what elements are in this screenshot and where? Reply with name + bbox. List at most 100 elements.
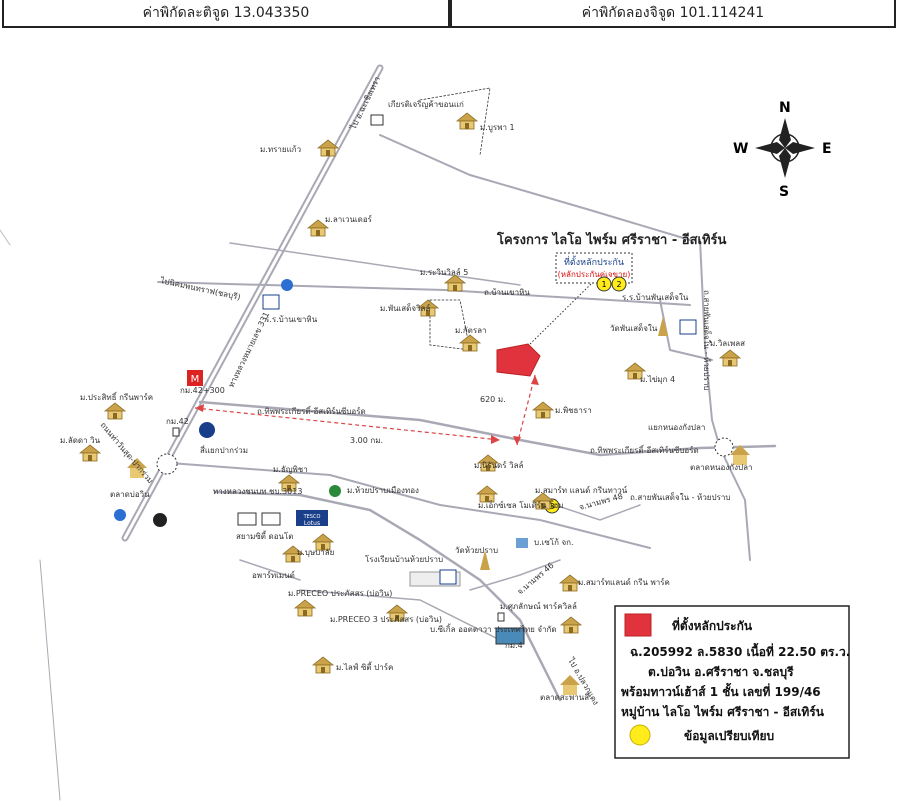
- pump-icon-2: [114, 509, 126, 521]
- marker-3-label: 3: [549, 502, 554, 511]
- legend-line5: ข้อมูลเปรียบเทียบ: [684, 729, 774, 744]
- school-khao-hin-icon: [262, 294, 280, 310]
- label-phichai: ม.ธัญพิชา: [273, 465, 308, 474]
- label-to-nikhom: ไปนิคมพนทราฟ(ชลบุรี): [159, 276, 242, 302]
- label-school-phanset: ร.ร.บ้านพันเสด็จใน: [622, 292, 689, 302]
- collateral-plot: [496, 343, 541, 377]
- label-sawaeng: ม.ทรายแก้ว: [260, 145, 301, 154]
- callout-line1: ที่ตั้งหลักประกัน: [564, 255, 624, 268]
- label-siam-city: สยามซิตี้ ดอนโต: [236, 530, 293, 541]
- legend: ที่ตั้งหลักประกัน ฉ.205992 ล.5830 เนื้อท…: [614, 605, 850, 759]
- legend-line3: พร้อมทาวน์เฮ้าส์ 1 ชั้น เลขที่ 199/46: [621, 682, 821, 699]
- bchs-building: [516, 538, 528, 548]
- legend-line1: ฉ.205992 ล.5830 เนื้อที่ 22.50 ตร.ว.: [630, 642, 850, 659]
- label-smart-park: ม.สมาร์ทแลนด์ กรีน พาร์ค: [578, 577, 670, 587]
- label-nirun: ม.นิรันดร์ วิลล์: [474, 460, 523, 470]
- label-chaiyaphum: ม.ไข่มุก 4: [640, 375, 675, 384]
- marker-1-label: 1: [601, 280, 606, 289]
- legend-line2: ต.บ่อวิน อ.ศรีราชา จ.ชลบุรี: [648, 665, 794, 680]
- factory-building: [495, 627, 525, 645]
- callout-pointer: [529, 282, 593, 345]
- label-school-huai: โรงเรียนบ้านห้วยปราบ: [365, 554, 443, 564]
- label-school-khao-hin: ร.ร.บ้านเขาหิน: [265, 315, 318, 324]
- marker-2: [611, 276, 627, 292]
- label-light-city: ม.ไลฟ์ ซิตี้ ปาร์ค: [336, 661, 393, 672]
- building-2: [261, 512, 281, 526]
- label-saen-suk: ถ.สายพันเสด็จใน - ห้วยปราบ: [702, 290, 712, 390]
- distance-line-3km: [194, 407, 501, 441]
- label-sinthai: บ.ซีเกิ้ล ออตตาวา ประเทศไทย จำกัด: [430, 623, 557, 634]
- label-talad-bowin: ตลาดบ่อวิน: [110, 490, 150, 499]
- distance-line-620m: [516, 374, 536, 446]
- market-icon: [127, 445, 750, 695]
- label-bussaba: ม.บุษบาลัย: [297, 548, 334, 557]
- label-villa-place: ม.วิลเพลส: [710, 339, 745, 348]
- school-huai-icon: [439, 569, 457, 585]
- compass-rose: N S W E: [733, 100, 832, 200]
- label-ban-song: ถนนท่าวันสุด-ปากร่วม: [98, 421, 154, 486]
- temple-icon-2: [658, 316, 668, 336]
- label-talad-sapan: ตลาดสะพานสี่: [540, 691, 589, 702]
- marker-1: [596, 276, 612, 292]
- label-talad-nong: ตลาดหนองกังปลา: [690, 463, 752, 472]
- label-lada: ม.ลัดดา วิน: [60, 436, 101, 445]
- label-thepprasit-2: ถ.ทิพพระเกียรติ์-อีสเทิร์นซีบอร์ด: [590, 444, 699, 455]
- label-soi46: จ.นามพร 46: [516, 561, 556, 597]
- label-phanset: ม.พันเสด็จวิลล์: [380, 303, 430, 313]
- label-wat-huai: วัดห้วยปราบ: [455, 546, 498, 555]
- gate-icon: [370, 114, 384, 126]
- label-rawin: ม.ระวินวิลล์ 5: [420, 267, 468, 277]
- callout-line2: (หลักประกันคู่เจขาย): [558, 270, 631, 280]
- km-post-2: [497, 612, 505, 622]
- legend-title: ที่ตั้งหลักประกัน: [672, 616, 753, 633]
- label-phichara: ม.พิชธารา: [555, 406, 592, 415]
- label-preceo: ม.PRECEO ประภัสสร (บ่อวิน): [288, 589, 392, 598]
- label-burapha: ม.บูรพา 1: [480, 123, 515, 133]
- label-km42: กม.42: [166, 417, 189, 426]
- temple-icon: [480, 550, 490, 570]
- building: [237, 512, 257, 526]
- label-wat-phanset: วัดพันเสด็จใน: [610, 323, 658, 333]
- label-thepprasit: ถ.ทิพพระเกียรติ์-อีสเทิร์นซีบอร์ด: [257, 405, 366, 416]
- legend-line4: หมู่บ้าน ไลโอ ไพร์ม ศรีราชา - อีสเทิร์น: [621, 704, 825, 720]
- label-jaeng: แยกหนองกังปลา: [648, 423, 705, 432]
- road-thepprasit: [198, 400, 777, 457]
- pump-icon: [281, 279, 293, 291]
- road-ban-khao-hin: [157, 281, 691, 306]
- compass-w: W: [733, 141, 748, 157]
- roundabout-bowin: [156, 453, 178, 475]
- label-bangkok-bank: สี่แยกปากร่วม: [200, 444, 248, 455]
- label-smart-green: ม.สมาร์ท แลนด์ กรีนทาวน์: [535, 485, 628, 495]
- tesco-logo: [296, 510, 328, 526]
- label-sukkhaphan: ม.ศุภลักษณ์ พาร์ควิลล์: [500, 601, 577, 611]
- distance-3km: 3.00 กม.: [350, 436, 383, 445]
- label-huai-prap-house: ม.ห้วยปราบเมืองทอง: [347, 486, 419, 495]
- label-bchs: บ.เซโก้ จก.: [534, 537, 574, 547]
- label-exec: ม.เอ็กซ์เซล โมเดิร์น โฮม: [478, 500, 564, 510]
- label-ban-khao-hin: ถ.บ้านเขาหิน: [484, 288, 530, 297]
- label-kiatsak: เกียรติเจริญค้าขอนแก่: [388, 100, 464, 109]
- wheel-icon: [153, 513, 167, 527]
- distance-620m: 620 ม.: [480, 395, 506, 404]
- roundabout-nong: [714, 437, 734, 457]
- latitude-label: ค่าพิกัดละติจูด 13.043350: [2, 0, 450, 28]
- label-nong-kho: ทางหลวงชนบท ชบ.3013: [213, 487, 302, 496]
- label-lavender: ม.ลาเวนเดอร์: [325, 214, 373, 224]
- longitude-label: ค่าพิกัดลองจิจูด 101.114241: [450, 0, 896, 28]
- bank-icon: [199, 422, 215, 438]
- project-title: โครงการ ไลโอ ไพร์ม ศรีราชา - อีสเทิร์น: [496, 231, 727, 248]
- label-huai-prap-road: ถ.สายพันเสด็จใน - ห้วยปราบ: [630, 492, 730, 502]
- km-post: [172, 427, 180, 437]
- label-katrala: ม.กัตรลา: [455, 326, 487, 335]
- compass-e: E: [822, 141, 832, 157]
- label-km42-300: กม.42+300: [180, 386, 225, 395]
- marker-2-label: 2: [616, 280, 621, 289]
- shell-letter: M: [191, 374, 200, 385]
- ptt-icon: [329, 485, 341, 497]
- compass-n: N: [779, 100, 791, 116]
- label-preceo3: ม.PRECEO 3 ประภัสสร (บ่อวิน): [330, 615, 442, 624]
- school-phanset-icon: [679, 319, 697, 335]
- shell-icon: [187, 370, 203, 386]
- label-km4: กม.4: [505, 641, 523, 650]
